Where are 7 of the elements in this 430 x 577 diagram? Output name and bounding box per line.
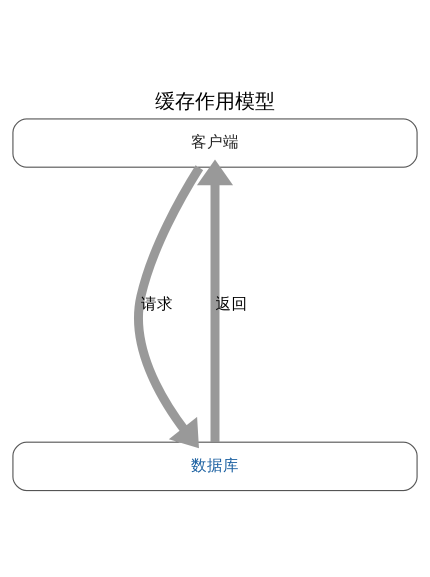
edge-label: 返回	[215, 293, 248, 312]
arrow	[134, 164, 204, 448]
edge-label: 请求	[141, 293, 174, 312]
diagram-title: 缓存作用模型	[155, 88, 275, 113]
node-box: 客户端	[12, 118, 418, 168]
node-box: 数据库	[12, 441, 418, 491]
arrow	[196, 158, 234, 442]
